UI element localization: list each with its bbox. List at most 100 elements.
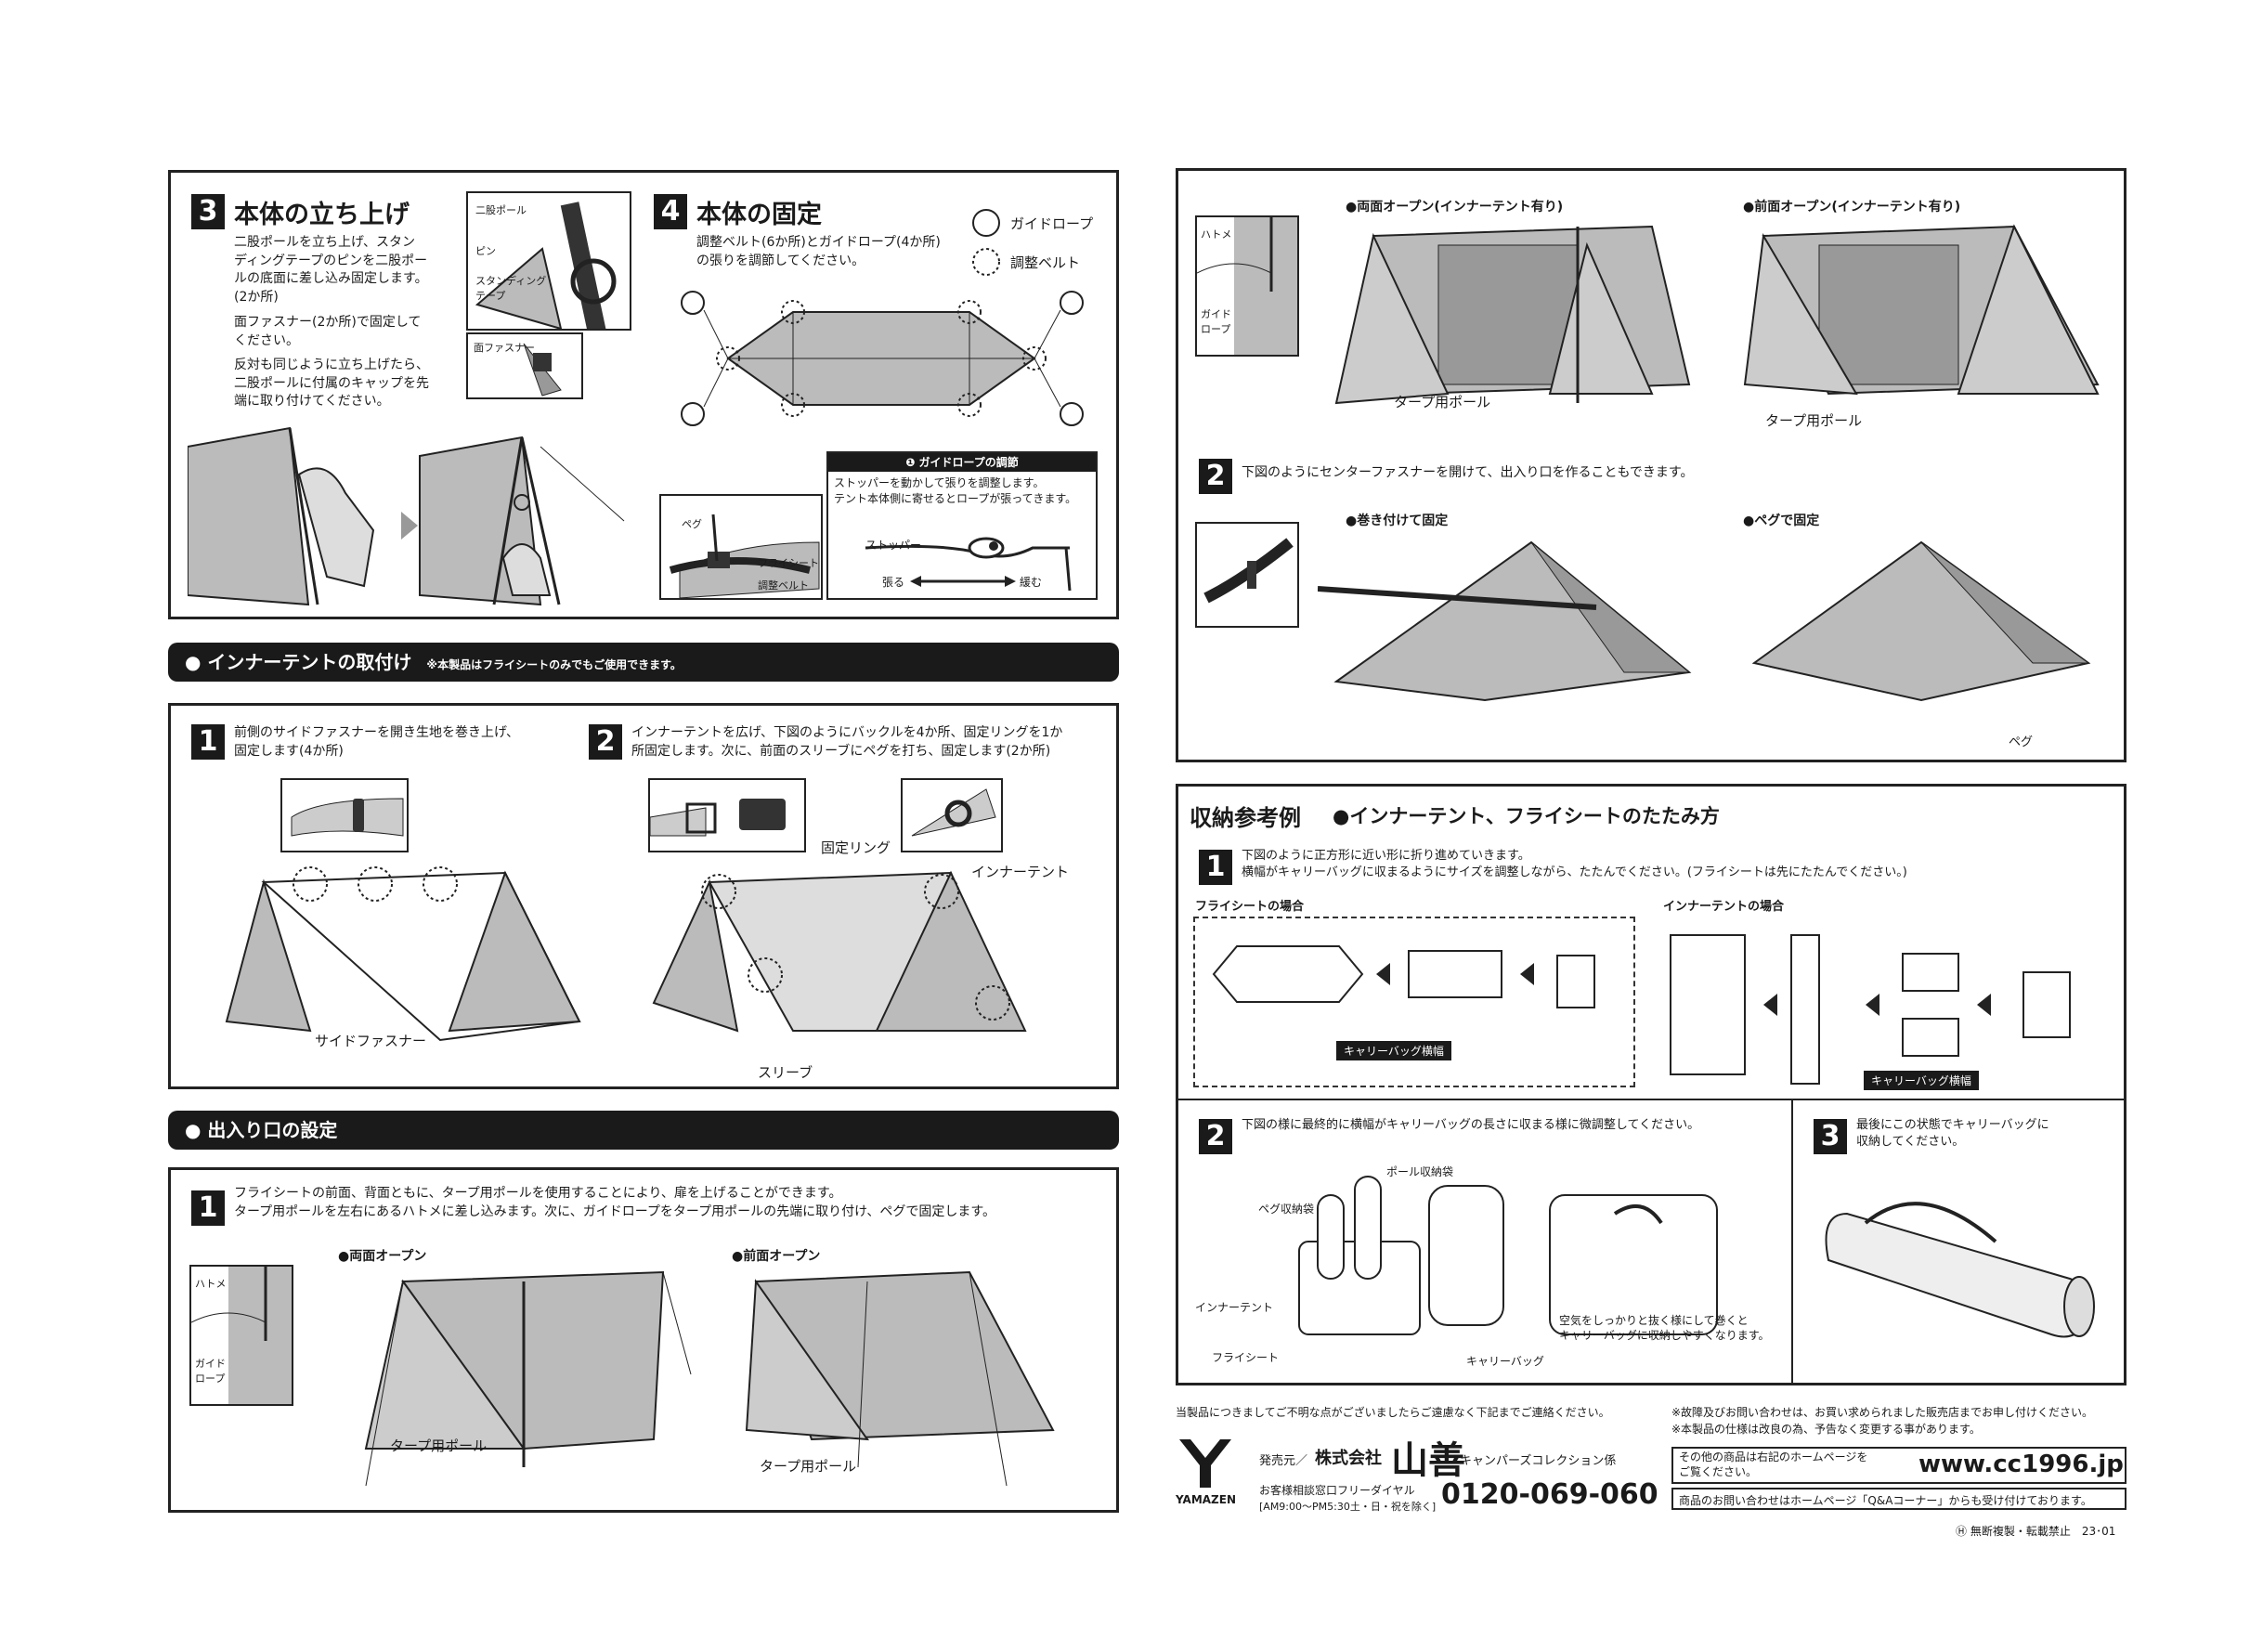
storage-step2-illustration [1298, 1176, 1718, 1335]
storage-divider-v [1791, 1099, 1793, 1383]
storage-step3-text: 最後にこの状態でキャリーバッグに 収納してください。 [1856, 1118, 2049, 1150]
step3-tent-illustration [188, 426, 625, 606]
front-open-tent [745, 1270, 1055, 1487]
step4-title: 本体の固定 [696, 201, 822, 229]
footer-note2: ※本製品の仕様は改良の為、予告なく変更する事があります。 [1671, 1423, 1981, 1436]
qa-box: 商品のお問い合わせはホームページ「Q&Aコーナー」からも受け付けております。 [1671, 1488, 2126, 1510]
tape-label: スタンディング テープ [475, 275, 547, 302]
footer-inquiry: 当製品につきましてご不明な点がございましたらご遠慮なく下記までご連絡ください。 [1176, 1406, 1610, 1419]
storage-step2-text: 下図の様に最終的に横幅がキャリーバッグの長さに収まる様に微調整してください。 [1242, 1118, 1700, 1132]
step3-title: 本体の立ち上げ [234, 201, 410, 229]
pole-label: 二股ポール [475, 204, 527, 216]
pole-pin-illustration [475, 202, 617, 333]
homepage-text: その他の商品は右記のホームページを ご覧ください。 [1679, 1450, 1868, 1478]
right-tarp-pole-label-2: タープ用ポール [1765, 412, 1863, 429]
stopper-illustration [865, 537, 1072, 592]
inner-step1-number: 1 [191, 724, 225, 760]
inner-step2-number: 2 [589, 724, 622, 760]
legend-rope: ガイドロープ [1010, 215, 1094, 232]
entrance-tarp-pole-label-2: タープ用ポール [760, 1458, 857, 1475]
tent-topview-diagram [681, 291, 1084, 426]
fly-case-label: フライシートの場合 [1195, 900, 1305, 914]
step3-text2: 面ファスナー(2か所)で固定して ください。 [234, 315, 422, 348]
homepage-url[interactable]: www.cc1996.jp [1918, 1450, 2124, 1478]
inner-step1-text: 前側のサイドファスナーを開き生地を巻き上げ、 固定します(4か所) [234, 725, 520, 759]
right-guide-label: ガイド ロープ [1201, 308, 1231, 335]
qa-text: 商品のお問い合わせはホームページ「Q&Aコーナー」からも受け付けております。 [1679, 1494, 2092, 1507]
stopper-label: ストッパー [865, 539, 922, 552]
hours-label: [AM9:00〜PM5:30土・日・祝を除く] [1259, 1501, 1437, 1513]
entrance-step1-text: フライシートの前面、背面ともに、タープ用ポールを使用することにより、扉を上げるこ… [234, 1186, 995, 1219]
company-name: 山善 [1391, 1439, 1465, 1482]
entrance-bar-title: 出入り口の設定 [207, 1119, 338, 1141]
entrance-hatome-label: ハトメ [195, 1278, 227, 1290]
fly-case-box [1193, 917, 1635, 1087]
inner-tent-bar-note: ※本製品はフライシートのみでもご使用できます。 [426, 658, 682, 671]
step4-text: 調整ベルト(6か所)とガイドロープ(4か所) の張りを調節してください。 [696, 235, 941, 268]
inner-tent-bar-title: インナーテントの取付け [207, 651, 412, 673]
both-open-tent [364, 1270, 692, 1487]
entrance-tarp-pole-label-1: タープ用ポール [390, 1437, 488, 1454]
right-step2-number: 2 [1199, 459, 1232, 494]
entrance-step1-number: 1 [191, 1190, 225, 1226]
peg-bag-label: ペグ収納袋 [1258, 1203, 1315, 1216]
right-tarp-pole-label-1: タープ用ポール [1394, 394, 1491, 410]
pole-bag-label: ポール収納袋 [1386, 1165, 1454, 1178]
front-open-label: ●前面オープン [732, 1249, 821, 1264]
pole-pin-inset: 二股ポール ピン スタンディング テープ [466, 191, 631, 333]
storage-title: 収納参考例 [1190, 805, 1301, 831]
right-hatome-inset: ハトメ ガイド ロープ [1195, 215, 1299, 357]
brand-name: YAMAZEN [1176, 1493, 1236, 1506]
ring-inset [901, 778, 1003, 852]
entrance-hatome-inset: ハトメ ガイド ロープ [189, 1265, 293, 1406]
adjust-text: ストッパーを動かして張りを調整します。 テント本体側に寄せるとロープが張ってきま… [834, 476, 1077, 505]
entrance-guide-label: ガイド ロープ [195, 1358, 226, 1385]
pin-label: ピン [475, 245, 496, 257]
inner-step2-tent [652, 870, 1027, 1033]
side-zipper-label: サイドファスナー [315, 1033, 427, 1049]
phone-number: 0120-069-060 [1441, 1478, 1658, 1511]
buckle-inset-1 [280, 778, 409, 852]
peg-fix-tent [1751, 540, 2091, 702]
tighten-label: 張る [882, 576, 905, 589]
legend-belt: 調整ベルト [1010, 254, 1081, 271]
front-inner-label: ●前面オープン(インナーテント有り) [1743, 200, 1961, 215]
guide-rope-adjust-box: ❶ ガイドロープの調節 ストッパーを動かして張りを調整します。 テント本体側に寄… [826, 451, 1098, 600]
dept-label: キャンパーズコレクション係 [1460, 1454, 1617, 1468]
buckle-inset-2 [648, 778, 806, 852]
company-label: 株式会社 [1315, 1449, 1382, 1468]
step3-text3: 反対も同じように立ち上げたら、 二股ポールに付属のキャップを先 端に取り付けてく… [234, 358, 429, 410]
entrance-panel: 1 フライシートの前面、背面ともに、タープ用ポールを使用することにより、扉を上げ… [168, 1167, 1119, 1513]
inner-tent-section-bar: ● インナーテントの取付け※本製品はフライシートのみでもご使用できます。 [168, 643, 1119, 682]
step3-text1: 二股ポールを立ち上げ、スタン ディングテープのピンを二股ポー ルの底面に差し込み… [234, 235, 428, 305]
both-open-label: ●両面オープン [338, 1249, 427, 1264]
inner-tent-label: インナーテント [971, 864, 1070, 880]
roll-fix-tent [1318, 540, 1692, 702]
step3-4-panel: 3 本体の立ち上げ 二股ポールを立ち上げ、スタン ディングテープのピンを二股ポー… [168, 170, 1119, 619]
both-inner-label: ●両面オープン(インナーテント有り) [1346, 200, 1564, 215]
legend-icons [972, 209, 1000, 276]
roll-fix-label: ●巻き付けて固定 [1346, 514, 1449, 528]
fly-fold-diagram [1212, 945, 1595, 1008]
inner-fold-diagram [1670, 934, 2071, 1085]
flysheet-label: フライシート [758, 557, 819, 569]
fixing-ring-label: 固定リング [821, 839, 891, 856]
fastener-inset: 面ファスナー [466, 332, 583, 399]
inner-tent-panel: 1 前側のサイドファスナーを開き生地を巻き上げ、 固定します(4か所) 2 イン… [168, 703, 1119, 1089]
entrance-section-bar: ● 出入り口の設定 [168, 1111, 1119, 1150]
right-hatome-label: ハトメ [1201, 228, 1232, 241]
sleeve-label: スリーブ [758, 1064, 813, 1081]
storage-divider-h [1178, 1099, 2124, 1100]
right-top-panel: ●両面オープン(インナーテント有り) ●前面オープン(インナーテント有り) ハト… [1176, 168, 2126, 762]
belt-label: 調整ベルト [758, 579, 809, 592]
storage-subtitle: ●インナーテント、フライシートのたたみ方 [1333, 805, 1720, 827]
storage-flysheet-label: フライシート [1212, 1351, 1280, 1364]
copyright: Ⓗ 無断複製・転載禁止 23･01 [1956, 1525, 2116, 1538]
freedial-label: お客様相談窓口フリーダイヤル [1259, 1484, 1415, 1497]
seller-label: 発売元／ [1259, 1454, 1308, 1468]
yamazen-logo-icon [1179, 1439, 1231, 1488]
carry-bag-label: キャリーバッグ [1466, 1355, 1544, 1368]
inner-bag-width-badge: キャリーバッグ横幅 [1864, 1071, 1979, 1090]
inner-case-label: インナーテントの場合 [1663, 900, 1785, 914]
storage-step3-number: 3 [1814, 1119, 1847, 1154]
